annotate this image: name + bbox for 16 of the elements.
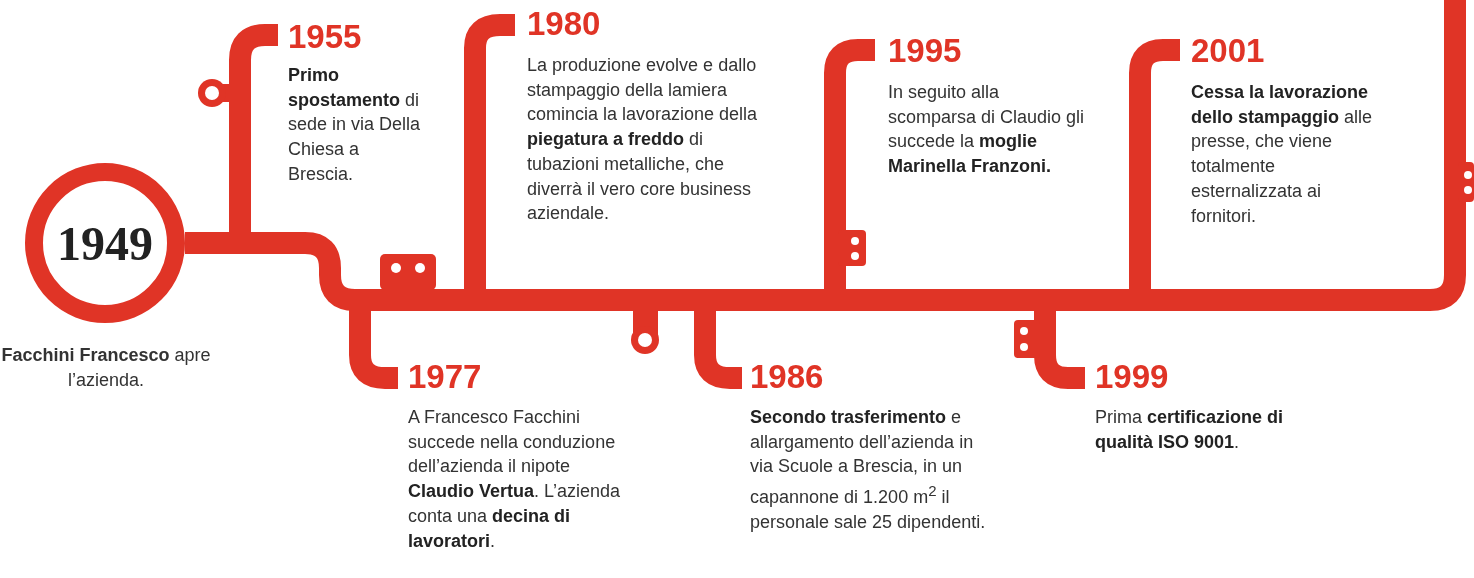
year-label: 1977 — [408, 358, 482, 396]
year-label: 1999 — [1095, 358, 1169, 396]
year-label: 1995 — [888, 32, 962, 70]
event-description: Secondo trasferimento e allargamento dell’azienda in via Scuole a Brescia, in un capannone di 1.200 m$^{2}$ il personale sale 25 dipendenti. — [750, 406, 987, 534]
event-description: A Francesco Facchini succede nella conduzione dell’azienda il nipote Claudio Vertua. L’azienda conta una decina di lavoratori. — [408, 406, 622, 553]
event-description: La produzione evolve e dallo stampaggio della lamiera comincia la lavorazione della piegatura a freddo di tubazioni metalliche, che diverrà il vero core business aziendale. — [527, 54, 759, 226]
year-label: 2001 — [1191, 32, 1265, 70]
year-label: 1980 — [527, 5, 601, 43]
event-description: Cessa la lavorazione dello stampaggio alle presse, che viene totalmente esternalizzata ai fornitori. — [1191, 81, 1374, 228]
year-label: 1949 — [57, 215, 153, 271]
event-description: Facchini Francesco apre l’azienda. — [0, 344, 212, 392]
year-label: 1986 — [750, 358, 824, 396]
event-description: Prima certificazione di qualità ISO 9001. — [1095, 406, 1285, 454]
year-label: 1955 — [288, 18, 362, 56]
event-description: Primo spostamento di sede in via Della Chiesa a Brescia. — [288, 64, 422, 186]
event-description: In seguito alla scomparsa di Claudio gli succede la moglie Marinella Franzoni. — [888, 81, 1086, 179]
